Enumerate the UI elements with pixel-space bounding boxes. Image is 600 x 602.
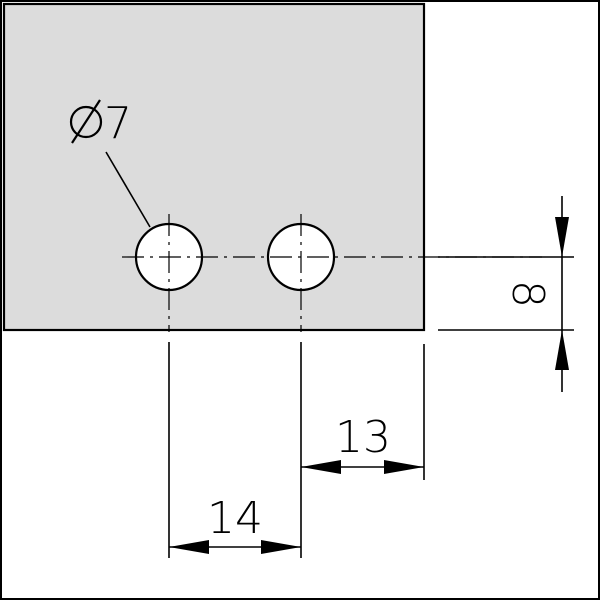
diameter-callout: 7: [69, 98, 151, 228]
dimension-8: 8: [502, 196, 569, 392]
dimension-13-label: 13: [335, 412, 391, 463]
dimension-13: 13: [301, 412, 424, 474]
dimension-14: 14: [169, 493, 301, 554]
dimension-14-label: 14: [207, 493, 263, 544]
diameter-label: 7: [104, 98, 132, 149]
dimension-8-label: 8: [502, 280, 553, 308]
diameter-symbol-icon: [69, 99, 103, 144]
plate: [2, 2, 426, 332]
